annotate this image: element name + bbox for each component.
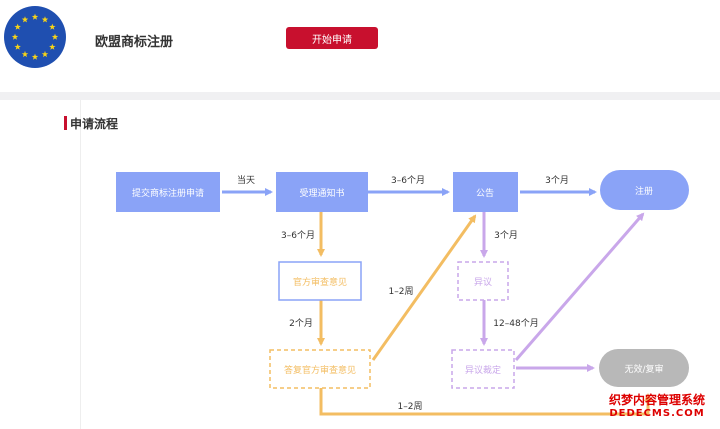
svg-text:受理通知书: 受理通知书 xyxy=(299,187,344,199)
section-title: 申请流程 xyxy=(70,117,119,131)
edge-reply-bottom xyxy=(319,388,652,416)
label-submit-receipt: 当天 xyxy=(237,174,255,186)
svg-text:异议裁定: 异议裁定 xyxy=(465,364,501,376)
svg-text:公告: 公告 xyxy=(476,187,494,199)
label-reply-publish: 1–2周 xyxy=(389,286,414,297)
label-opposition-ruling: 12–48个月 xyxy=(493,318,538,329)
eu-star-icon xyxy=(31,53,39,60)
svg-text:注册: 注册 xyxy=(635,185,653,197)
eu-star-icon xyxy=(41,50,49,58)
node-publish: 公告 xyxy=(453,172,518,212)
eu-star-icon xyxy=(41,16,49,23)
eu-star-icon xyxy=(31,13,39,20)
label-publish-opposition: 3个月 xyxy=(494,230,518,241)
label-receipt-publish: 3–6个月 xyxy=(391,175,425,186)
header-divider xyxy=(0,92,720,100)
svg-text:答复官方审查意见: 答复官方审查意见 xyxy=(284,364,356,376)
label-office-reply: 2个月 xyxy=(289,318,313,329)
watermark: 织梦内容管理系统 DEDECMS.COM xyxy=(596,392,718,426)
page-title: 欧盟商标注册 xyxy=(95,35,174,50)
node-opposition-ruling: 异议裁定 xyxy=(451,349,515,389)
label-receipt-office: 3–6个月 xyxy=(281,230,315,241)
eu-star-icon xyxy=(21,16,29,23)
start-application-button[interactable]: 开始申请 xyxy=(286,27,378,49)
svg-text:异议: 异议 xyxy=(474,277,492,288)
node-opposition: 异议 xyxy=(457,261,509,301)
eu-star-icon xyxy=(49,23,56,30)
watermark-line1: 织梦内容管理系统 xyxy=(608,393,705,407)
edge-reply-publish xyxy=(371,214,477,361)
node-register: 注册 xyxy=(600,170,689,210)
label-publish-register: 3个月 xyxy=(545,175,569,186)
eu-star-icon xyxy=(14,43,21,50)
svg-text:无效/复审: 无效/复审 xyxy=(624,363,663,375)
node-office-opinion: 官方审查意见 xyxy=(278,261,362,301)
left-rule xyxy=(80,100,81,429)
node-invalid-review: 无效/复审 xyxy=(599,349,689,387)
node-submit: 提交商标注册申请 xyxy=(116,172,220,212)
node-reply-opinion: 答复官方审查意见 xyxy=(269,349,371,389)
eu-flag-icon xyxy=(4,6,66,68)
eu-star-icon xyxy=(11,33,19,40)
watermark-line2: DEDECMS.COM xyxy=(609,408,705,419)
svg-text:提交商标注册申请: 提交商标注册申请 xyxy=(132,187,204,199)
svg-text:官方审查意见: 官方审查意见 xyxy=(293,276,347,288)
edge-ruling-register xyxy=(514,212,645,361)
label-reply-bottom: 1–2周 xyxy=(398,401,423,412)
eu-star-icon xyxy=(14,23,21,30)
eu-star-icon xyxy=(51,33,59,40)
eu-star-icon xyxy=(49,43,56,50)
section-marker xyxy=(64,116,67,130)
node-receipt: 受理通知书 xyxy=(276,172,368,212)
eu-star-icon xyxy=(21,50,29,58)
